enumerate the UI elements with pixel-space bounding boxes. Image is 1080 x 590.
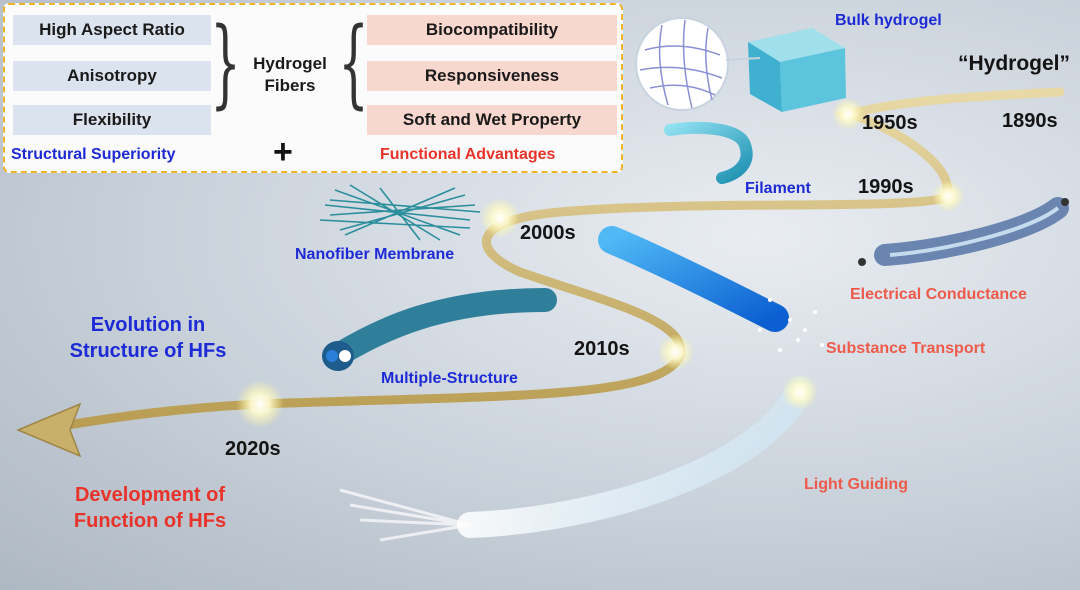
functional-item-responsiveness: Responsiveness [367,61,617,91]
substance-transport-label: Substance Transport [826,340,986,357]
year-2020s: 2020s [225,438,281,460]
evolution-title-line2: Structure of HFs [69,340,227,362]
multiple-structure-label: Multiple-Structure [381,370,518,387]
functional-item-soft-wet: Soft and Wet Property [367,105,617,135]
glow-2000s [480,198,520,238]
hydrogel-fibers-line1: Hydrogel [253,54,327,73]
year-1890s: 1890s [1002,110,1058,132]
filament-fiber [664,121,753,184]
plus-sign: + [273,133,293,171]
electrical-conductance-fiber [858,197,1069,266]
hydrogel-fibers-label: Hydrogel Fibers [235,53,345,97]
nanofiber-membrane [319,184,481,241]
electrical-conductance-label: Electrical Conductance [850,286,1027,303]
year-2010s: 2010s [574,338,630,360]
properties-panel: High Aspect Ratio Anisotropy Flexibility… [3,3,623,173]
left-brace: } [210,7,241,119]
year-1990s: 1990s [858,176,914,198]
structural-item-high-aspect-ratio: High Aspect Ratio [13,15,211,45]
filament-label: Filament [745,180,811,197]
glow-1990s [932,180,964,212]
evolution-title: Evolution in Structure of HFs [58,312,238,364]
development-title-line1: Development of [74,484,226,506]
hydrogel-quote-label: “Hydrogel” [958,52,1071,75]
right-brace: { [338,7,369,119]
multiple-structure-fiber [322,288,557,371]
evolution-title-line1: Evolution in [90,314,206,336]
bulk-hydrogel-cube [748,28,846,112]
glow-1950s [832,98,864,130]
bulk-hydrogel-label: Bulk hydrogel [835,12,942,29]
substance-transport-fiber [598,226,824,352]
light-guiding-label: Light Guiding [804,476,908,493]
functional-item-biocompatibility: Biocompatibility [367,15,617,45]
nanofiber-membrane-label: Nanofiber Membrane [295,246,455,263]
glow-2020s [236,380,284,428]
hydrogel-fibers-line2: Fibers [264,76,316,95]
year-2000s: 2000s [520,222,576,244]
structural-superiority-caption: Structural Superiority [11,146,176,163]
functional-advantages-caption: Functional Advantages [380,146,556,163]
structural-item-anisotropy: Anisotropy [13,61,211,91]
light-guiding-fiber [339,374,818,542]
year-1950s: 1950s [862,112,918,134]
development-title: Development of Function of HFs [50,482,250,534]
timeline-arrowhead [16,402,82,458]
hydrogel-network-icon [635,17,761,111]
development-title-line2: Function of HFs [73,510,227,532]
glow-2010s [658,334,694,370]
timeline-path [45,87,1065,433]
structural-item-flexibility: Flexibility [13,105,211,135]
